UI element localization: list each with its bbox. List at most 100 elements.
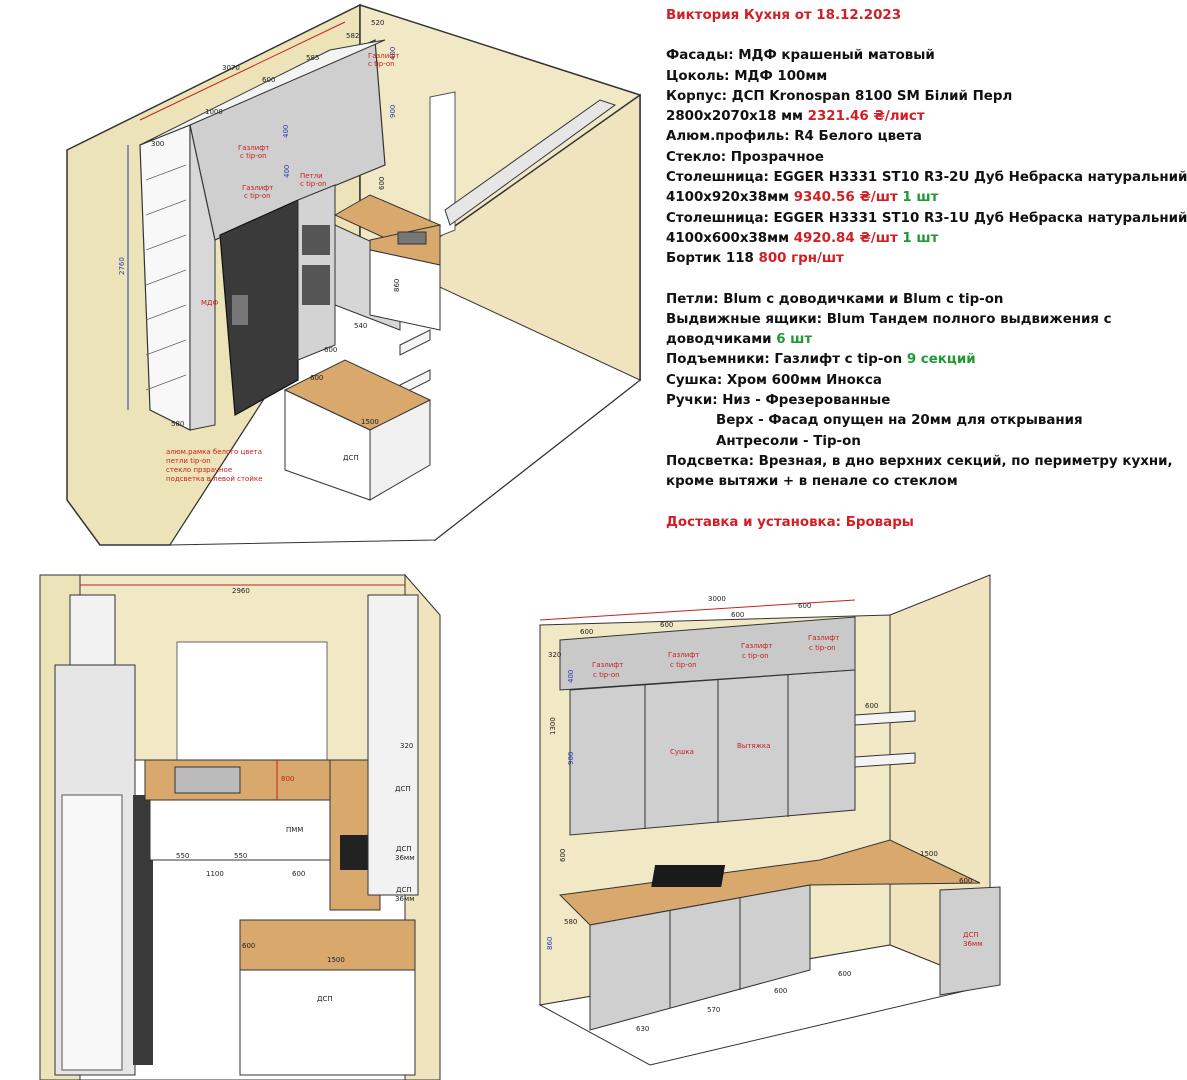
spec-facades: Фасады: МДФ крашеный матовый bbox=[666, 48, 935, 64]
plan-dim-800: 800 bbox=[281, 775, 294, 783]
glass-shelves bbox=[145, 164, 187, 391]
spec-sheet: 2800x2070x18 мм 2321.46 ₴/лист bbox=[666, 107, 1166, 127]
spec-worktop2: Столешница: EGGER H3331 ST10 R3-1U Дуб Н… bbox=[666, 210, 1187, 226]
front-dim-600-d: 600 bbox=[798, 602, 811, 610]
iso-dim-600-b: 600 bbox=[378, 177, 386, 190]
front-dim-600-side: 600 bbox=[559, 849, 567, 862]
plan-sink bbox=[174, 766, 241, 794]
plan-dim-1500: 1500 bbox=[327, 956, 345, 964]
front-base bbox=[589, 884, 811, 1031]
dim-line-top bbox=[139, 21, 346, 121]
front-label-dsp: ДСП bbox=[963, 931, 979, 939]
front-dim-320: 320 bbox=[548, 651, 561, 659]
antresol-top bbox=[139, 39, 386, 146]
iso-label-tipon-1: с tip-on bbox=[368, 60, 395, 68]
iso-label-dsp: ДСП bbox=[343, 454, 359, 462]
spec-worktop1: Столешница: EGGER H3331 ST10 R3-2U Дуб Н… bbox=[666, 170, 1187, 186]
spec-handles2: Верх - Фасад опущен на 20мм для открыван… bbox=[716, 413, 1083, 429]
spec-lifts-label: Подъемники: Газлифт с tip-on bbox=[666, 352, 907, 368]
iso-dim-300: 300 bbox=[151, 140, 164, 148]
sink-base bbox=[369, 249, 441, 331]
plan-back-base bbox=[149, 799, 331, 861]
plan-fridge bbox=[133, 795, 153, 1065]
front-label-gaslift-4: Газлифт bbox=[808, 634, 839, 642]
iso-dim-1000: 1000 bbox=[205, 108, 223, 116]
window-opening bbox=[429, 91, 456, 241]
front-shelf-2 bbox=[854, 752, 916, 768]
iso-dim-585: 585 bbox=[306, 54, 319, 62]
spec-worktop1-qty: 1 шт bbox=[902, 190, 939, 206]
spec-drawers-qty: 6 шт bbox=[776, 332, 813, 348]
spec-edge: Бортик 118 800 грн/шт bbox=[666, 249, 1166, 269]
spec-worktop1-size: 4100x920x38мм bbox=[666, 190, 794, 206]
iso-note-1: алюм.рамка белого цвета bbox=[166, 448, 262, 456]
spec-worktop1-price: 9340.56 ₴/шт bbox=[793, 190, 898, 206]
spec-drawers2-label: доводчиками bbox=[666, 332, 777, 348]
plan-label-dsp36-a: ДСП bbox=[396, 845, 412, 853]
spec-title: Виктория Кухня от 18.12.2023 bbox=[666, 8, 902, 23]
iso-dim-900: 900 bbox=[389, 105, 397, 118]
iso-label-tipon-4: с tip-on bbox=[300, 180, 327, 188]
front-label-tipon-4: с tip-on bbox=[809, 644, 836, 652]
spec-glass: Стекло: Прозрачное bbox=[666, 149, 824, 165]
iso-label-gaslift-3: Газлифт bbox=[242, 184, 273, 192]
plan-dim-600: 600 bbox=[292, 870, 305, 878]
plan-island-dsp: ДСП bbox=[317, 995, 333, 1003]
oven-1 bbox=[302, 225, 330, 255]
spec-handles3: Антресоли - Tip-on bbox=[716, 433, 861, 449]
plan-glass-case bbox=[61, 794, 123, 1071]
spec-worktop1-line: 4100x920x38мм 9340.56 ₴/шт 1 шт bbox=[666, 188, 1166, 208]
front-dim-top-line bbox=[539, 599, 856, 621]
spec-sheet-size: 2800x2070x18 мм bbox=[666, 109, 808, 125]
spec-worktop2-price: 4920.84 ₴/шт bbox=[793, 230, 898, 246]
plan-right-uppers bbox=[367, 594, 419, 896]
plan-label-dsp36-b: ДСП bbox=[396, 886, 412, 894]
front-dim-3000: 3000 bbox=[708, 595, 726, 603]
iso-dim-400-c: 400 bbox=[283, 165, 291, 178]
sink bbox=[397, 231, 427, 245]
iso-dim-582: 582 bbox=[346, 32, 359, 40]
front-dim-630: 630 bbox=[636, 1025, 649, 1033]
iso-dim-600-d: 600 bbox=[310, 374, 323, 382]
plan-dim-550-b: 550 bbox=[234, 852, 247, 860]
isometric-view: 3070 520 582 585 600 1000 300 2760 400 4… bbox=[66, 3, 641, 546]
front-label-tipon-2: с tip-on bbox=[670, 661, 697, 669]
front-dim-600-g: 600 bbox=[838, 970, 851, 978]
spec-panel: Виктория Кухня от 18.12.2023 Фасады: МДФ… bbox=[666, 6, 1187, 533]
front-view: 3000 600 600 600 600 320 400 1300 900 60… bbox=[538, 574, 1001, 1066]
iso-dim-1500: 1500 bbox=[361, 418, 379, 426]
front-label-sushka: Сушка bbox=[670, 748, 694, 756]
spec-light1: Подсветка: Врезная, в дно верхних секций… bbox=[666, 453, 1173, 469]
front-shelf-1 bbox=[854, 710, 916, 726]
spec-drawers2: доводчиками 6 шт bbox=[666, 330, 1166, 350]
spec-worktop2-size: 4100x600x38мм bbox=[666, 230, 794, 246]
front-label-36mm: 36мм bbox=[963, 940, 982, 948]
iso-dim-2760: 2760 bbox=[118, 257, 126, 275]
front-label-tipon-3: с tip-on bbox=[742, 652, 769, 660]
front-dim-860: 860 bbox=[546, 937, 554, 950]
fridge-dispenser bbox=[232, 295, 248, 325]
front-dim-1500: 1500 bbox=[920, 850, 938, 858]
spec-drawers1: Выдвижные ящики: Blum Тандем полного выд… bbox=[666, 311, 1112, 327]
front-dim-600-a: 600 bbox=[580, 628, 593, 636]
plan-label-dsp: ДСП bbox=[395, 785, 411, 793]
spec-hinges: Петли: Blum с доводичками и Blum с tip-o… bbox=[666, 291, 1004, 307]
front-dim-600-e: 600 bbox=[865, 702, 878, 710]
front-dim-570: 570 bbox=[707, 1006, 720, 1014]
iso-dim-540: 540 bbox=[354, 322, 367, 330]
front-dim-600-h: 600 bbox=[959, 877, 972, 885]
spec-sheet-price: 2321.46 ₴/лист bbox=[807, 109, 925, 125]
front-dim-400: 400 bbox=[567, 670, 575, 683]
plan-island-body bbox=[239, 969, 416, 1076]
iso-dim-400-b: 400 bbox=[282, 125, 290, 138]
front-label-vytyazhka: Вытяжка bbox=[737, 742, 770, 750]
iso-dim-580: 580 bbox=[171, 420, 184, 428]
spec-body: Корпус: ДСП Kronospan 8100 SM Білий Перл bbox=[666, 88, 1013, 104]
iso-label-petli: Петли bbox=[300, 172, 323, 180]
fridge bbox=[219, 199, 299, 416]
front-label-gaslift-2: Газлифт bbox=[668, 651, 699, 659]
front-hob bbox=[651, 865, 726, 887]
front-label-gaslift-3: Газлифт bbox=[741, 642, 772, 650]
iso-label-gaslift-1: Газлифт bbox=[368, 52, 399, 60]
front-dim-600-c: 600 bbox=[731, 611, 744, 619]
